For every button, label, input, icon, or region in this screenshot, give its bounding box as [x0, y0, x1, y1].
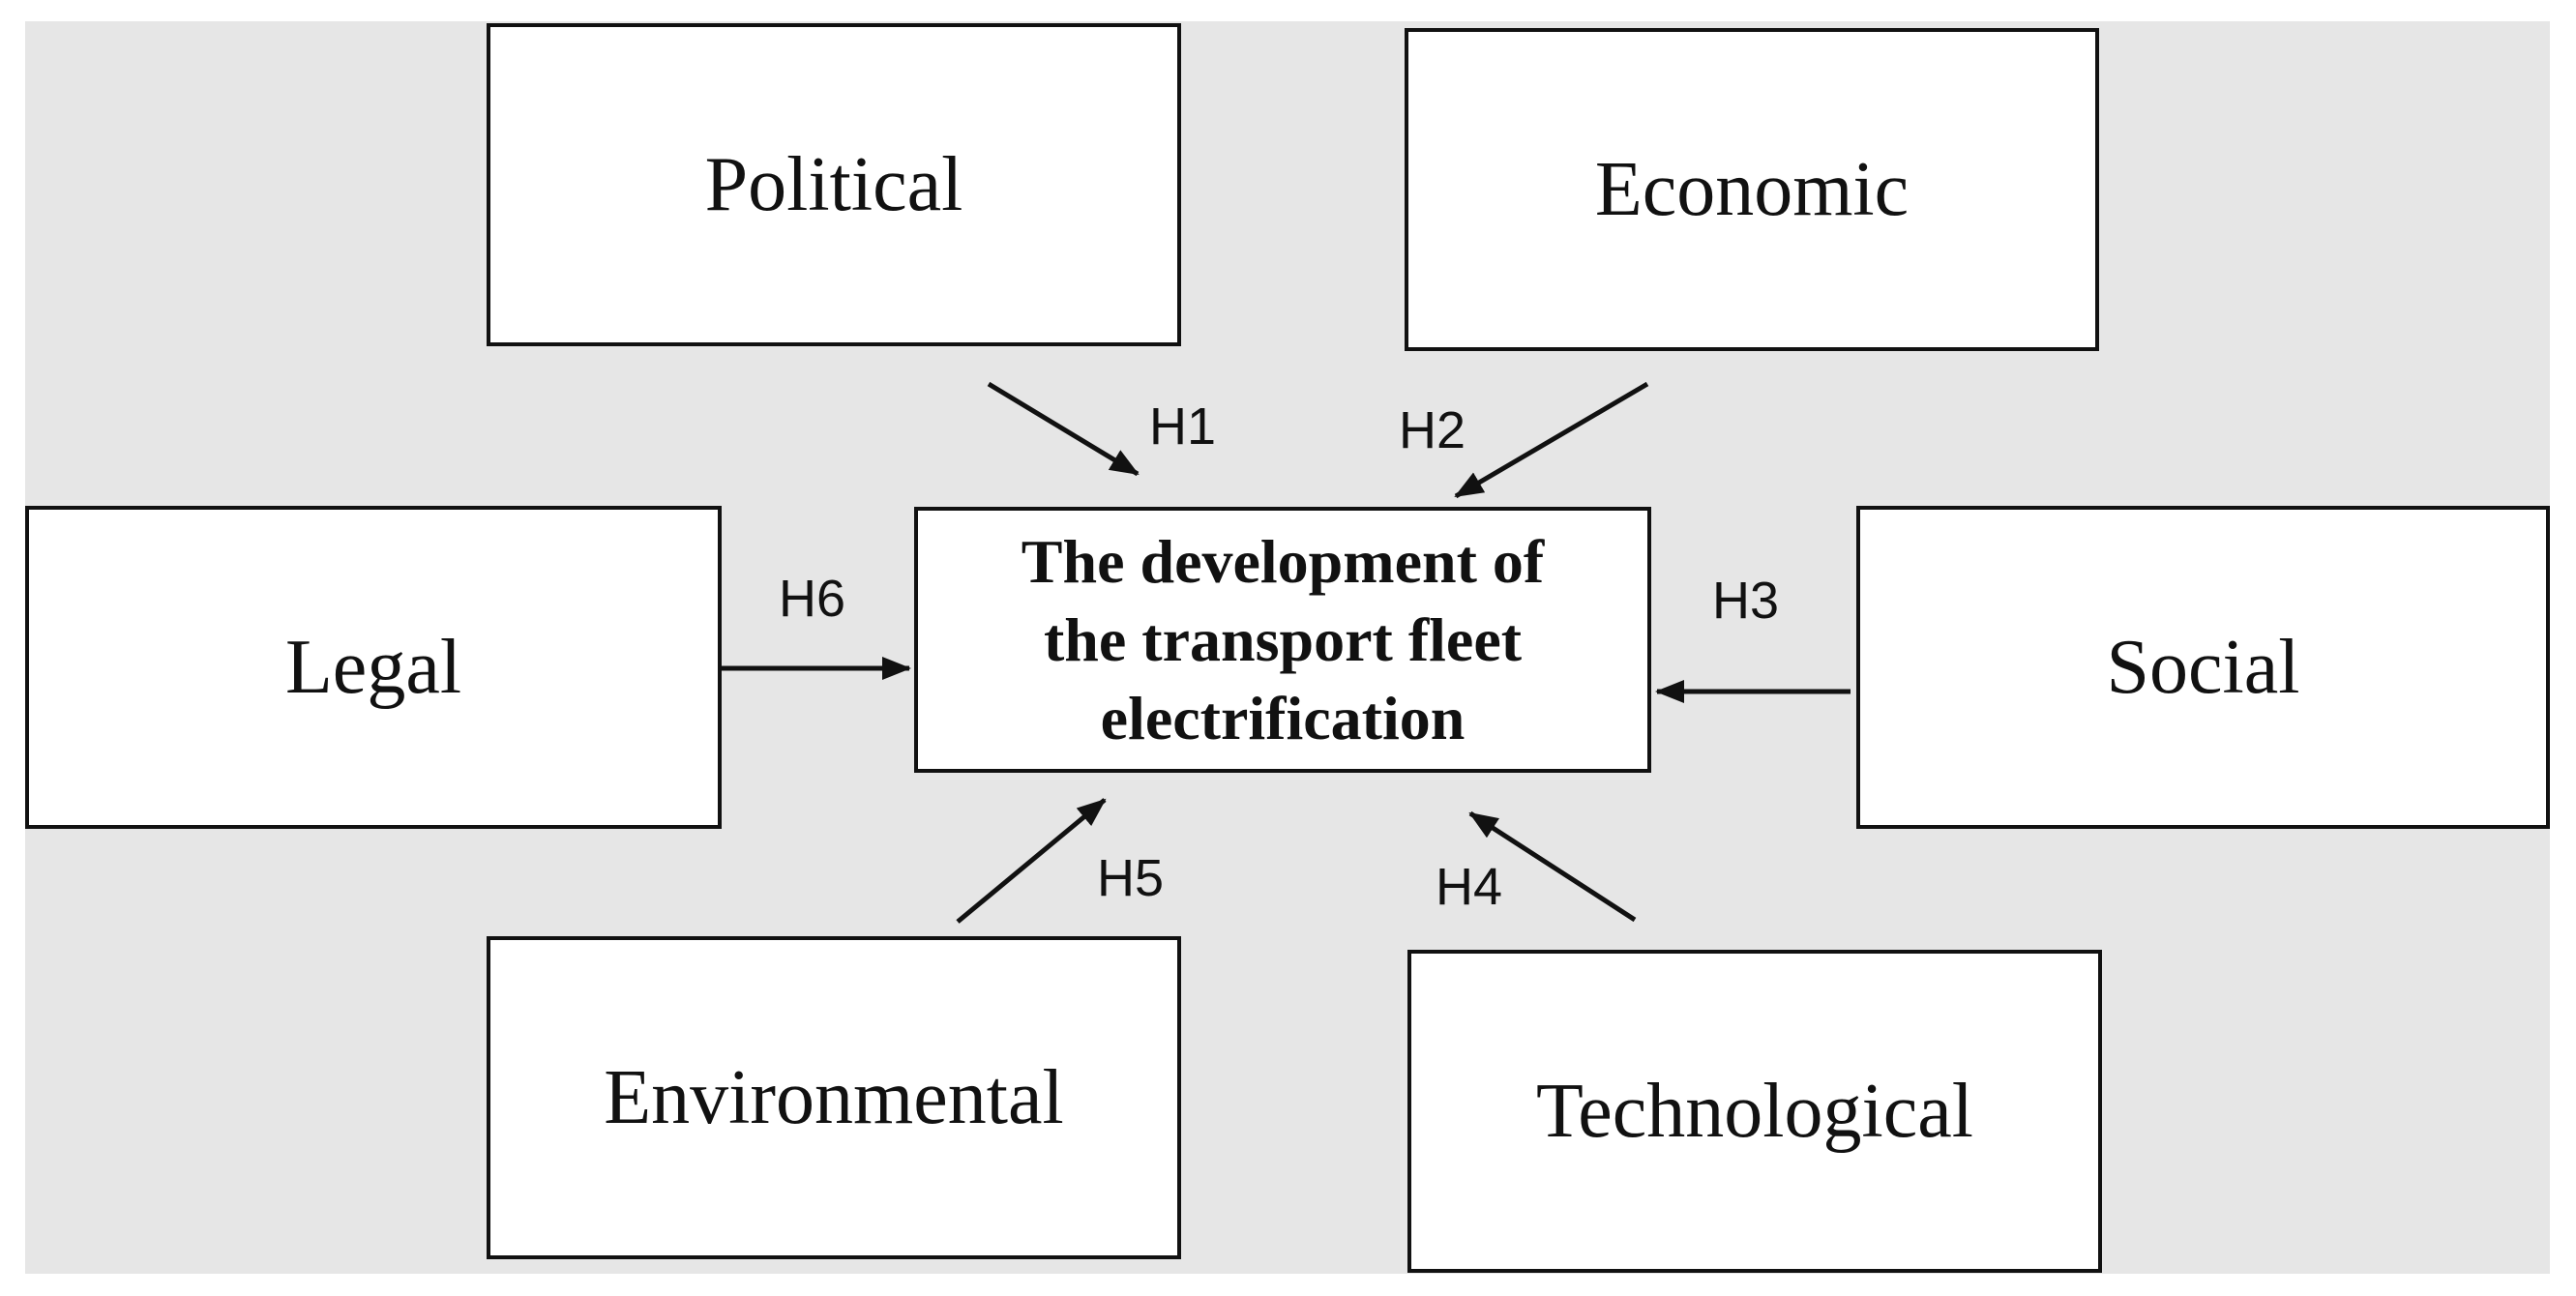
- label-h1: H1: [1149, 398, 1217, 456]
- node-center-line-3: electrification: [1100, 684, 1466, 753]
- arrow-h2: [1454, 381, 1649, 499]
- node-political: Political: [487, 23, 1181, 346]
- node-environmental: Environmental: [487, 936, 1181, 1259]
- label-h3: H3: [1712, 572, 1780, 630]
- node-technological: Technological: [1407, 950, 2102, 1273]
- arrow-h4: [1468, 810, 1637, 923]
- node-legal-label: Legal: [284, 625, 462, 710]
- node-center-outcome: The development of the transport fleet e…: [914, 507, 1651, 773]
- label-h2: H2: [1399, 401, 1466, 459]
- node-center-text: The development of the transport fleet e…: [1022, 522, 1544, 758]
- node-technological-label: Technological: [1536, 1069, 1973, 1154]
- node-political-label: Political: [704, 142, 963, 227]
- node-legal: Legal: [25, 506, 722, 829]
- node-social-label: Social: [2106, 625, 2300, 710]
- node-environmental-label: Environmental: [604, 1055, 1064, 1140]
- label-h4: H4: [1436, 858, 1503, 916]
- node-economic: Economic: [1405, 28, 2099, 351]
- node-center-line-2: the transport fleet: [1043, 604, 1523, 674]
- label-h5: H5: [1097, 849, 1165, 907]
- label-h6: H6: [779, 570, 846, 628]
- arrow-h5: [956, 798, 1107, 924]
- node-social: Social: [1856, 506, 2550, 829]
- arrow-h1: [987, 381, 1140, 477]
- node-economic-label: Economic: [1594, 147, 1910, 232]
- node-center-line-1: The development of: [1021, 526, 1545, 596]
